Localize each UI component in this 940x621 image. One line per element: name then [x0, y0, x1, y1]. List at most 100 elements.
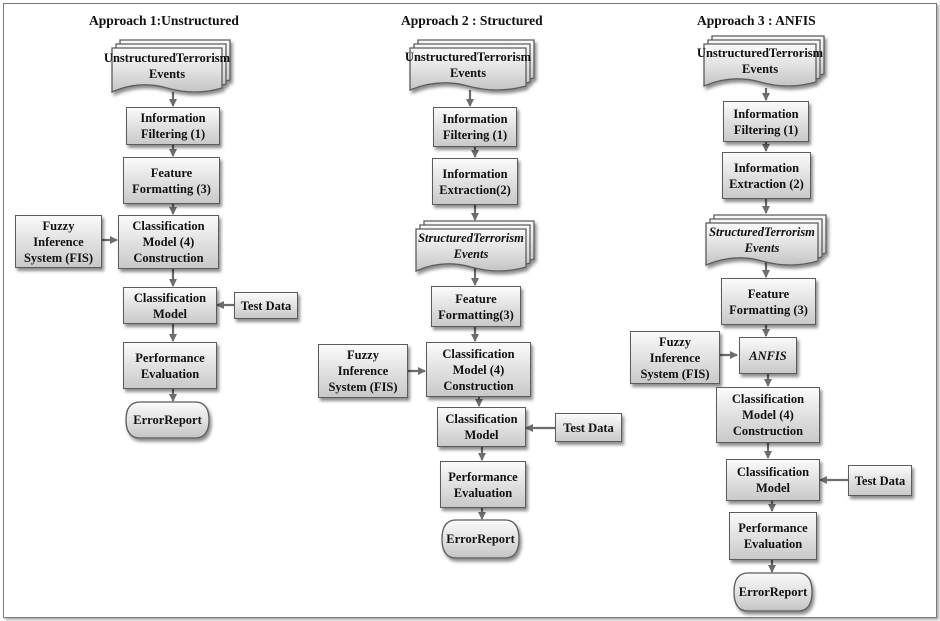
box-label-line: Classification: [736, 465, 810, 479]
box-label-line: System (FIS): [328, 380, 398, 394]
box-label-line: Filtering (1): [140, 127, 206, 141]
box-label-line: Performance: [738, 521, 808, 535]
box-label-line: Inference: [649, 350, 701, 365]
a2-input-document: UnstructuredTerrorism Events: [405, 48, 531, 82]
box-label-line: Performance: [135, 350, 205, 365]
box-label-line: Extraction(2): [439, 182, 511, 197]
box-label-line: Inference: [337, 364, 389, 378]
doc-label-line: Terrorism Events: [148, 51, 231, 81]
document-stack-sheet: [415, 228, 527, 272]
box-label-line: ANFIS: [749, 348, 787, 363]
doc-label-line: Structured: [709, 225, 764, 239]
document-stack-sheet: [703, 43, 817, 87]
box-label-line: Inference: [33, 234, 84, 249]
terminator-label-line: Report: [477, 532, 515, 546]
a2-structured-document: StructuredTerrorism Events: [416, 229, 526, 263]
doc-label-line: Unstructured: [404, 50, 477, 64]
box-label-line: System (FIS): [640, 366, 710, 381]
box-label-line: Information: [140, 111, 206, 125]
doc-label-line: Terrorism Events: [741, 46, 824, 76]
box-label-line: Model: [464, 428, 499, 442]
doc-label-line: Unstructured: [103, 51, 176, 65]
box-label-line: Fuzzy: [347, 348, 379, 362]
approach-1-title: Approach 1:Unstructured: [89, 13, 239, 28]
box-label-line: System (FIS): [23, 250, 94, 265]
box-label-line: Model: [755, 481, 790, 495]
terminator-shape: [125, 401, 210, 439]
a3-anfis-box: ANFIS: [739, 337, 797, 374]
box-label-line: Fuzzy: [659, 334, 691, 349]
box-label-line: Test Data: [563, 420, 614, 435]
box-label-line: Model (4): [142, 235, 195, 249]
box-label-line: Classification: [442, 346, 515, 361]
box-label-line: Information: [733, 160, 800, 175]
box-label-line: Test Data: [854, 473, 906, 488]
doc-label-line: Terrorism Events: [449, 50, 532, 80]
a3-input-document: UnstructuredTerrorism Events: [697, 44, 823, 78]
box-label-line: Construction: [133, 251, 204, 265]
box-label-line: Formatting (3): [132, 181, 211, 196]
box-label-line: Feature: [747, 286, 790, 301]
box-label-line: Filtering (1): [442, 128, 508, 142]
a1-error-report: ErrorReport: [126, 402, 209, 438]
box-label-line: Filtering (1): [733, 122, 799, 137]
box-label-line: Formatting (3): [729, 302, 808, 317]
box-label-line: Construction: [732, 424, 804, 438]
box-label-line: Evaluation: [453, 485, 513, 500]
doc-label-line: Unstructured: [696, 46, 769, 60]
box-label-line: Classification: [445, 412, 518, 426]
box-label-line: Classification: [731, 392, 805, 406]
a3-error-report: ErrorReport: [734, 573, 812, 611]
box-label-line: Evaluation: [140, 366, 200, 381]
box-label-line: Test Data: [240, 298, 292, 313]
box-label-line: Feature: [150, 165, 193, 180]
a3-structured-document: StructuredTerrorism Events: [706, 223, 818, 257]
terminator-label-line: Error: [133, 413, 165, 427]
box-label-line: Model: [152, 306, 187, 321]
box-label-line: Classification: [133, 290, 207, 305]
terminator-label-line: Error: [446, 532, 478, 546]
a1-test-data-box: Test Data: [234, 292, 298, 319]
a2-test-data-box: Test Data: [555, 413, 622, 442]
approach-2-title: Approach 2 : Structured: [401, 13, 543, 28]
box-label-line: Classification: [132, 219, 205, 233]
box-label-line: Information: [442, 112, 508, 126]
box-label-line: Model (4): [452, 362, 505, 377]
box-label-line: Information: [442, 166, 508, 181]
document-stack-sheet: [111, 47, 223, 93]
box-label-line: Construction: [443, 378, 514, 393]
a3-test-data-box: Test Data: [848, 465, 912, 496]
doc-label-line: Terrorism Events: [453, 231, 524, 261]
document-stack-sheet: [705, 222, 819, 266]
box-label-line: Feature: [455, 291, 497, 306]
box-label-line: Evaluation: [743, 537, 803, 551]
doc-label-line: Terrorism Events: [744, 225, 815, 255]
doc-label-line: Structured: [418, 231, 473, 245]
terminator-label-line: Report: [164, 413, 202, 427]
terminator-shape: [441, 519, 520, 559]
box-label-line: Formatting(3): [438, 307, 514, 322]
box-label-line: Model (4): [742, 408, 794, 422]
terminator-label-line: Error: [738, 585, 770, 599]
box-label-line: Extraction (2): [729, 176, 804, 191]
a2-error-report: ErrorReport: [442, 520, 519, 558]
